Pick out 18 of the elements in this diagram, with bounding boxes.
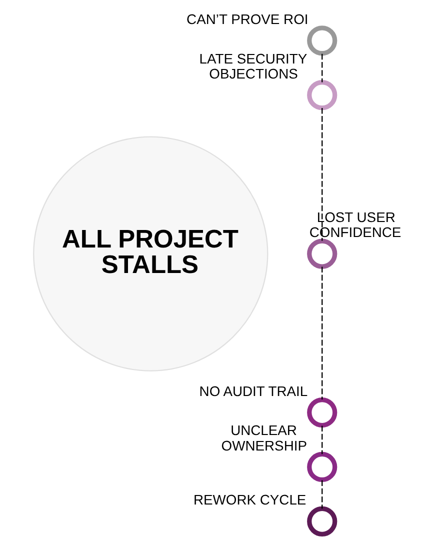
node-circle: ALL PROJECT STALLS [33,136,268,372]
connector [322,266,323,400]
node-label: UNCLEAR OWNERSHIP [221,422,307,454]
connector [322,426,323,454]
node-label: LATE SECURITY OBJECTIONS [199,50,308,82]
node-circle [307,80,338,110]
connector [322,480,323,509]
connector [322,108,323,241]
node-circle [307,238,338,269]
node-circle [307,26,338,56]
node-label: LOST USER CONFIDENCE [309,209,402,240]
node-circle [307,397,338,428]
node-label: CAN’T PROVE ROI [186,10,308,27]
node-label: REWORK CYCLE [194,492,306,508]
node-label: NO AUDIT TRAIL [199,382,308,399]
node-circle [307,452,338,482]
connector [322,54,323,82]
node-circle [307,506,338,536]
